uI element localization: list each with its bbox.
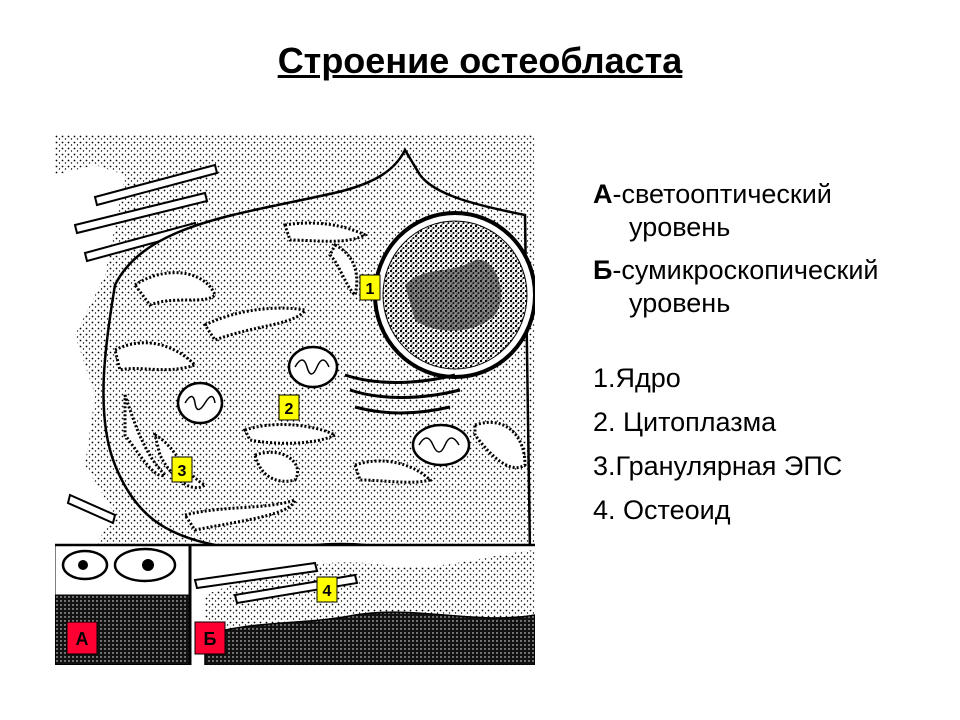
svg-text:А: А xyxy=(76,629,89,649)
level-a-text: -светооптический xyxy=(612,179,832,209)
svg-text:2: 2 xyxy=(285,401,294,418)
legend-item-granular-er: 3.Гранулярная ЭПС xyxy=(593,451,843,481)
nucleus xyxy=(373,211,535,379)
marker-inset-a: А xyxy=(66,621,98,655)
legend-item-cytoplasm: 2. Цитоплазма xyxy=(593,407,777,437)
level-a-letter: А xyxy=(593,179,613,209)
level-a: А-светооптический уровень xyxy=(593,178,953,244)
marker-3: 3 xyxy=(171,456,193,483)
level-b-letter: Б xyxy=(593,255,613,285)
osteoblast-illustration: 1 2 3 4 А Б xyxy=(55,135,535,665)
svg-text:Б: Б xyxy=(204,629,217,649)
marker-inset-b: Б xyxy=(194,621,226,655)
collagen-fibers xyxy=(66,163,219,525)
level-b-continuation: уровень xyxy=(629,288,731,318)
level-b: Б-сумикроскопический уровень xyxy=(593,254,953,320)
marker-4: 4 xyxy=(316,576,338,603)
level-b-text: -сумикроскопический xyxy=(612,255,879,285)
mitochondria xyxy=(176,345,471,467)
marker-1: 1 xyxy=(359,274,381,301)
marker-2: 2 xyxy=(278,394,300,421)
level-a-continuation: уровень xyxy=(629,212,731,242)
svg-text:3: 3 xyxy=(178,463,187,480)
legend-list: 1.Ядро 2. Цитоплазма 3.Гранулярная ЭПС 4… xyxy=(593,362,953,527)
golgi-apparatus xyxy=(344,373,461,415)
svg-text:4: 4 xyxy=(323,583,332,600)
legend-item-osteoid: 4. Остеоид xyxy=(593,495,731,525)
legend-item-nucleus: 1.Ядро xyxy=(593,363,681,393)
slide-title: Строение остеобласта xyxy=(277,40,683,81)
svg-text:1: 1 xyxy=(366,281,375,298)
description-panel: А-светооптический уровень Б-сумикроскопи… xyxy=(593,178,953,538)
